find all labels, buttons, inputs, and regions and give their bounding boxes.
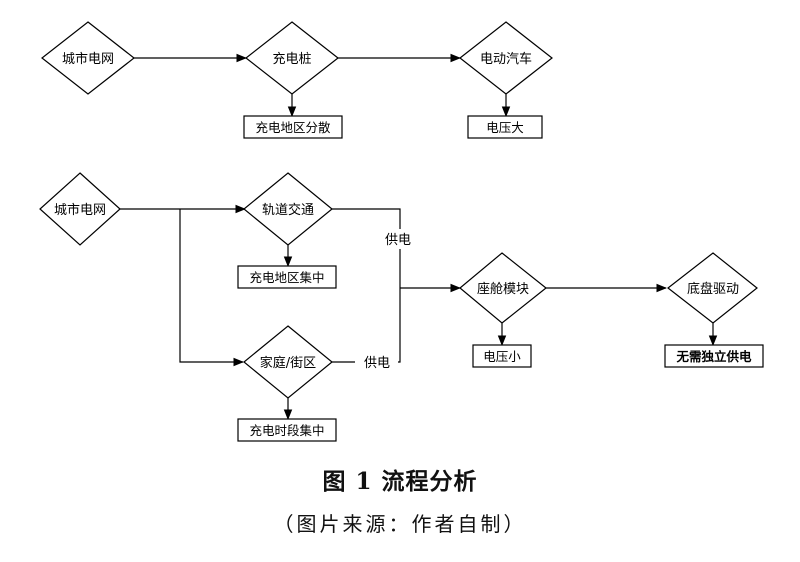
top-grid-label: 城市电网: [62, 51, 114, 67]
top-ev-label: 电动汽车: [480, 51, 532, 67]
supply-label-2: 供电: [364, 356, 390, 371]
rail-note-box: 充电地区集中: [237, 265, 337, 289]
edge-rail-supply: [332, 208, 401, 288]
cabin-note-box: 电压小: [472, 344, 532, 368]
top-grid-node: 城市电网: [41, 21, 135, 95]
edge-grid-to-home: [179, 209, 245, 367]
home-note-label: 充电时段集中: [249, 423, 324, 438]
bottom-grid-node: 城市电网: [39, 172, 121, 246]
figure-title: 图 1 流程分析: [322, 468, 478, 495]
rail-note-label: 充电地区集中: [249, 270, 324, 285]
top-pile-note-label: 充电地区分散: [255, 120, 331, 135]
cabin-node: 座舱模块: [459, 252, 547, 324]
flow-diagram: 城市电网 充电桩 电动汽车 充电地区分散 电压大 城市电网 轨道交通 充电地区集…: [39, 21, 764, 442]
top-pile-label: 充电桩: [272, 51, 311, 67]
top-pile-node: 充电桩: [245, 21, 339, 95]
chassis-note-label: 无需独立供电: [675, 349, 752, 364]
home-label: 家庭/街区: [260, 355, 316, 371]
supply-label-1: 供电: [385, 233, 411, 248]
cabin-label: 座舱模块: [477, 282, 529, 297]
chassis-label: 底盘驱动: [687, 281, 739, 297]
chassis-node: 底盘驱动: [667, 252, 758, 324]
chassis-note-box: 无需独立供电: [664, 344, 764, 368]
rail-node: 轨道交通: [243, 172, 333, 246]
figure-source: （图片来源：作者自制）: [273, 512, 527, 536]
top-ev-note-label: 电压大: [486, 120, 524, 135]
home-node: 家庭/街区: [243, 325, 333, 399]
cabin-note-label: 电压小: [483, 349, 521, 364]
rail-label: 轨道交通: [262, 202, 314, 218]
home-note-box: 充电时段集中: [237, 418, 337, 442]
top-pile-note-box: 充电地区分散: [243, 115, 343, 139]
top-ev-node: 电动汽车: [459, 21, 553, 95]
top-ev-note-box: 电压大: [467, 115, 543, 139]
bottom-grid-label: 城市电网: [54, 202, 106, 218]
edge-home-supply-b: [398, 288, 401, 363]
supply-label-1-bg: [378, 229, 418, 249]
